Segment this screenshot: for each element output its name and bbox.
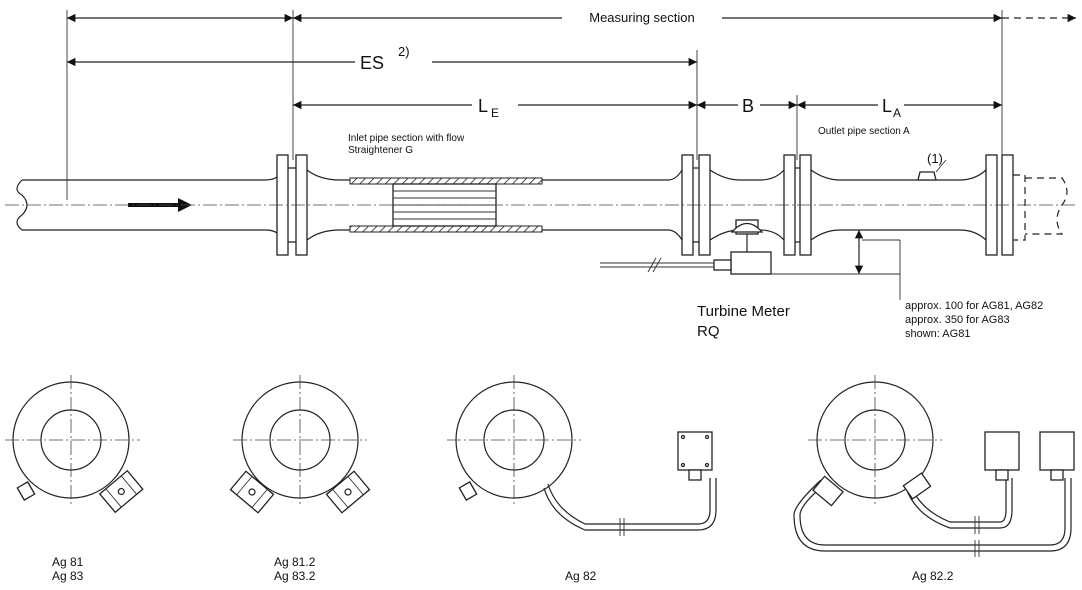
turbine-meter-label-1: Turbine Meter — [697, 303, 790, 320]
variant-ag81-label-1: Ag 81 — [52, 555, 84, 569]
inlet-section-label-2: Straightener G — [348, 145, 413, 156]
le-label: L — [478, 96, 488, 116]
variant-ag81-2-label-1: Ag 81.2 — [274, 555, 316, 569]
variant-ag82 — [447, 375, 717, 536]
es-label: ES — [360, 53, 384, 73]
measuring-section-label: Measuring section — [589, 10, 695, 25]
variant-ag81-2-label-2: Ag 83.2 — [274, 569, 316, 583]
pressure-tap-label: (1) — [927, 151, 943, 166]
outlet-section-label: Outlet pipe section A — [818, 126, 910, 137]
turbine-label-bg — [690, 285, 855, 345]
la-subscript: A — [893, 106, 901, 120]
approx-note-1: approx. 100 for AG81, AG82 — [905, 300, 1043, 312]
dimension-lines — [66, 10, 1077, 200]
variant-ag81-2 — [229, 375, 371, 514]
variant-ag82-label: Ag 82 — [565, 569, 597, 583]
variant-ag81 — [5, 375, 144, 514]
turbine-meter-label-2: RQ — [697, 323, 720, 340]
approx-note-3: shown: AG81 — [905, 328, 970, 340]
variant-ag81-label-2: Ag 83 — [52, 569, 84, 583]
variant-ag82-2 — [793, 375, 1075, 557]
b-label: B — [742, 96, 754, 116]
le-subscript: E — [491, 106, 499, 120]
variant-ag82-2-label: Ag 82.2 — [912, 569, 954, 583]
es-note-label: 2) — [398, 44, 410, 59]
la-label: L — [882, 96, 892, 116]
approx-note-2: approx. 350 for AG83 — [905, 314, 1010, 326]
pipe-assembly — [5, 154, 1078, 300]
measuring-label-bg — [562, 5, 722, 31]
inlet-section-label-1: Inlet pipe section with flow — [348, 133, 465, 144]
